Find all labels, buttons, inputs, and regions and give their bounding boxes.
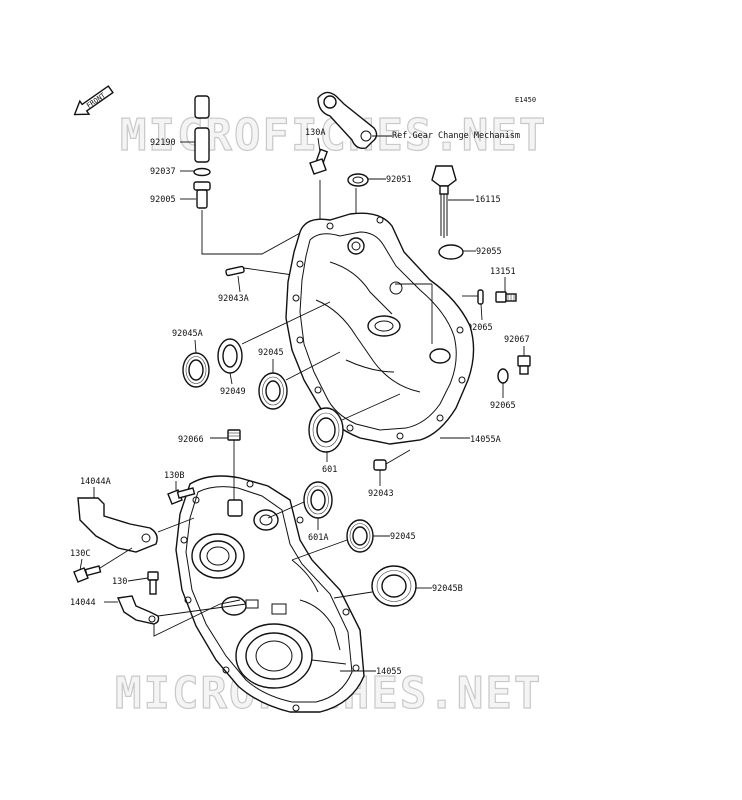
label-601: 601 bbox=[322, 465, 337, 475]
part-pipe-92190 bbox=[194, 95, 210, 163]
part-plug-92067 bbox=[517, 355, 531, 375]
label-92045-lower: 92045 bbox=[390, 532, 416, 542]
label-92037: 92037 bbox=[150, 167, 176, 177]
label-130C: 130C bbox=[70, 549, 90, 559]
part-oring-92037 bbox=[193, 167, 211, 177]
label-92051: 92051 bbox=[386, 175, 412, 185]
label-92190: 92190 bbox=[150, 138, 176, 148]
part-oring-92055 bbox=[438, 244, 464, 260]
label-13151: 13151 bbox=[490, 267, 516, 277]
part-bolt-130C bbox=[73, 565, 102, 583]
part-washer-92065-lower bbox=[497, 368, 509, 384]
part-washer-92065-upper bbox=[477, 289, 484, 305]
part-crankcase-14055 bbox=[175, 475, 365, 713]
reference-note: Ref.Gear Change Mechanism bbox=[392, 131, 520, 141]
part-seal-92051 bbox=[347, 173, 369, 187]
part-bearing-92045B bbox=[371, 565, 417, 607]
label-92043A: 92043A bbox=[218, 294, 249, 304]
label-92065-upper: 92065 bbox=[467, 323, 493, 333]
label-14055A: 14055A bbox=[470, 435, 501, 445]
label-92043: 92043 bbox=[368, 489, 394, 499]
label-130A: 130A bbox=[305, 128, 325, 138]
part-shift-lever bbox=[317, 91, 378, 150]
part-bearing-601A bbox=[303, 481, 333, 519]
part-bracket-14044A bbox=[77, 497, 158, 553]
label-92049: 92049 bbox=[220, 387, 246, 397]
label-601A: 601A bbox=[308, 533, 328, 543]
part-bearing-92045-lower bbox=[346, 519, 374, 553]
label-92067: 92067 bbox=[504, 335, 530, 345]
label-92055: 92055 bbox=[476, 247, 502, 257]
label-92045-upper: 92045 bbox=[258, 348, 284, 358]
part-fitting-92005 bbox=[193, 181, 211, 209]
label-92065-lower: 92065 bbox=[490, 401, 516, 411]
part-case-cover-14055A bbox=[285, 212, 475, 445]
part-bolt-130B bbox=[167, 487, 196, 505]
label-14044A: 14044A bbox=[80, 477, 111, 487]
label-14044: 14044 bbox=[70, 598, 96, 608]
part-bearing-92045-upper bbox=[258, 372, 288, 410]
label-92066: 92066 bbox=[178, 435, 204, 445]
part-switch-13151 bbox=[495, 291, 517, 303]
part-seal-92049 bbox=[217, 338, 243, 374]
diagram-code: E1450 bbox=[515, 96, 536, 104]
part-dowel-92043A bbox=[225, 265, 245, 277]
part-breather-92066 bbox=[227, 429, 241, 441]
part-bolt-130 bbox=[147, 571, 159, 595]
part-bolt-130A bbox=[309, 148, 329, 175]
part-bearing-92045A bbox=[182, 352, 210, 388]
front-arrow-icon: FRONT bbox=[73, 85, 114, 116]
part-bracket-14044 bbox=[116, 595, 160, 625]
part-dipstick-16115 bbox=[431, 165, 457, 238]
part-dowel-92043 bbox=[373, 459, 387, 471]
label-14055: 14055 bbox=[376, 667, 402, 677]
label-130B: 130B bbox=[164, 471, 184, 481]
part-bearing-601 bbox=[308, 407, 344, 453]
label-92045B: 92045B bbox=[432, 584, 463, 594]
label-92045A: 92045A bbox=[172, 329, 203, 339]
label-16115: 16115 bbox=[475, 195, 501, 205]
label-92005: 92005 bbox=[150, 195, 176, 205]
label-130: 130 bbox=[112, 577, 127, 587]
